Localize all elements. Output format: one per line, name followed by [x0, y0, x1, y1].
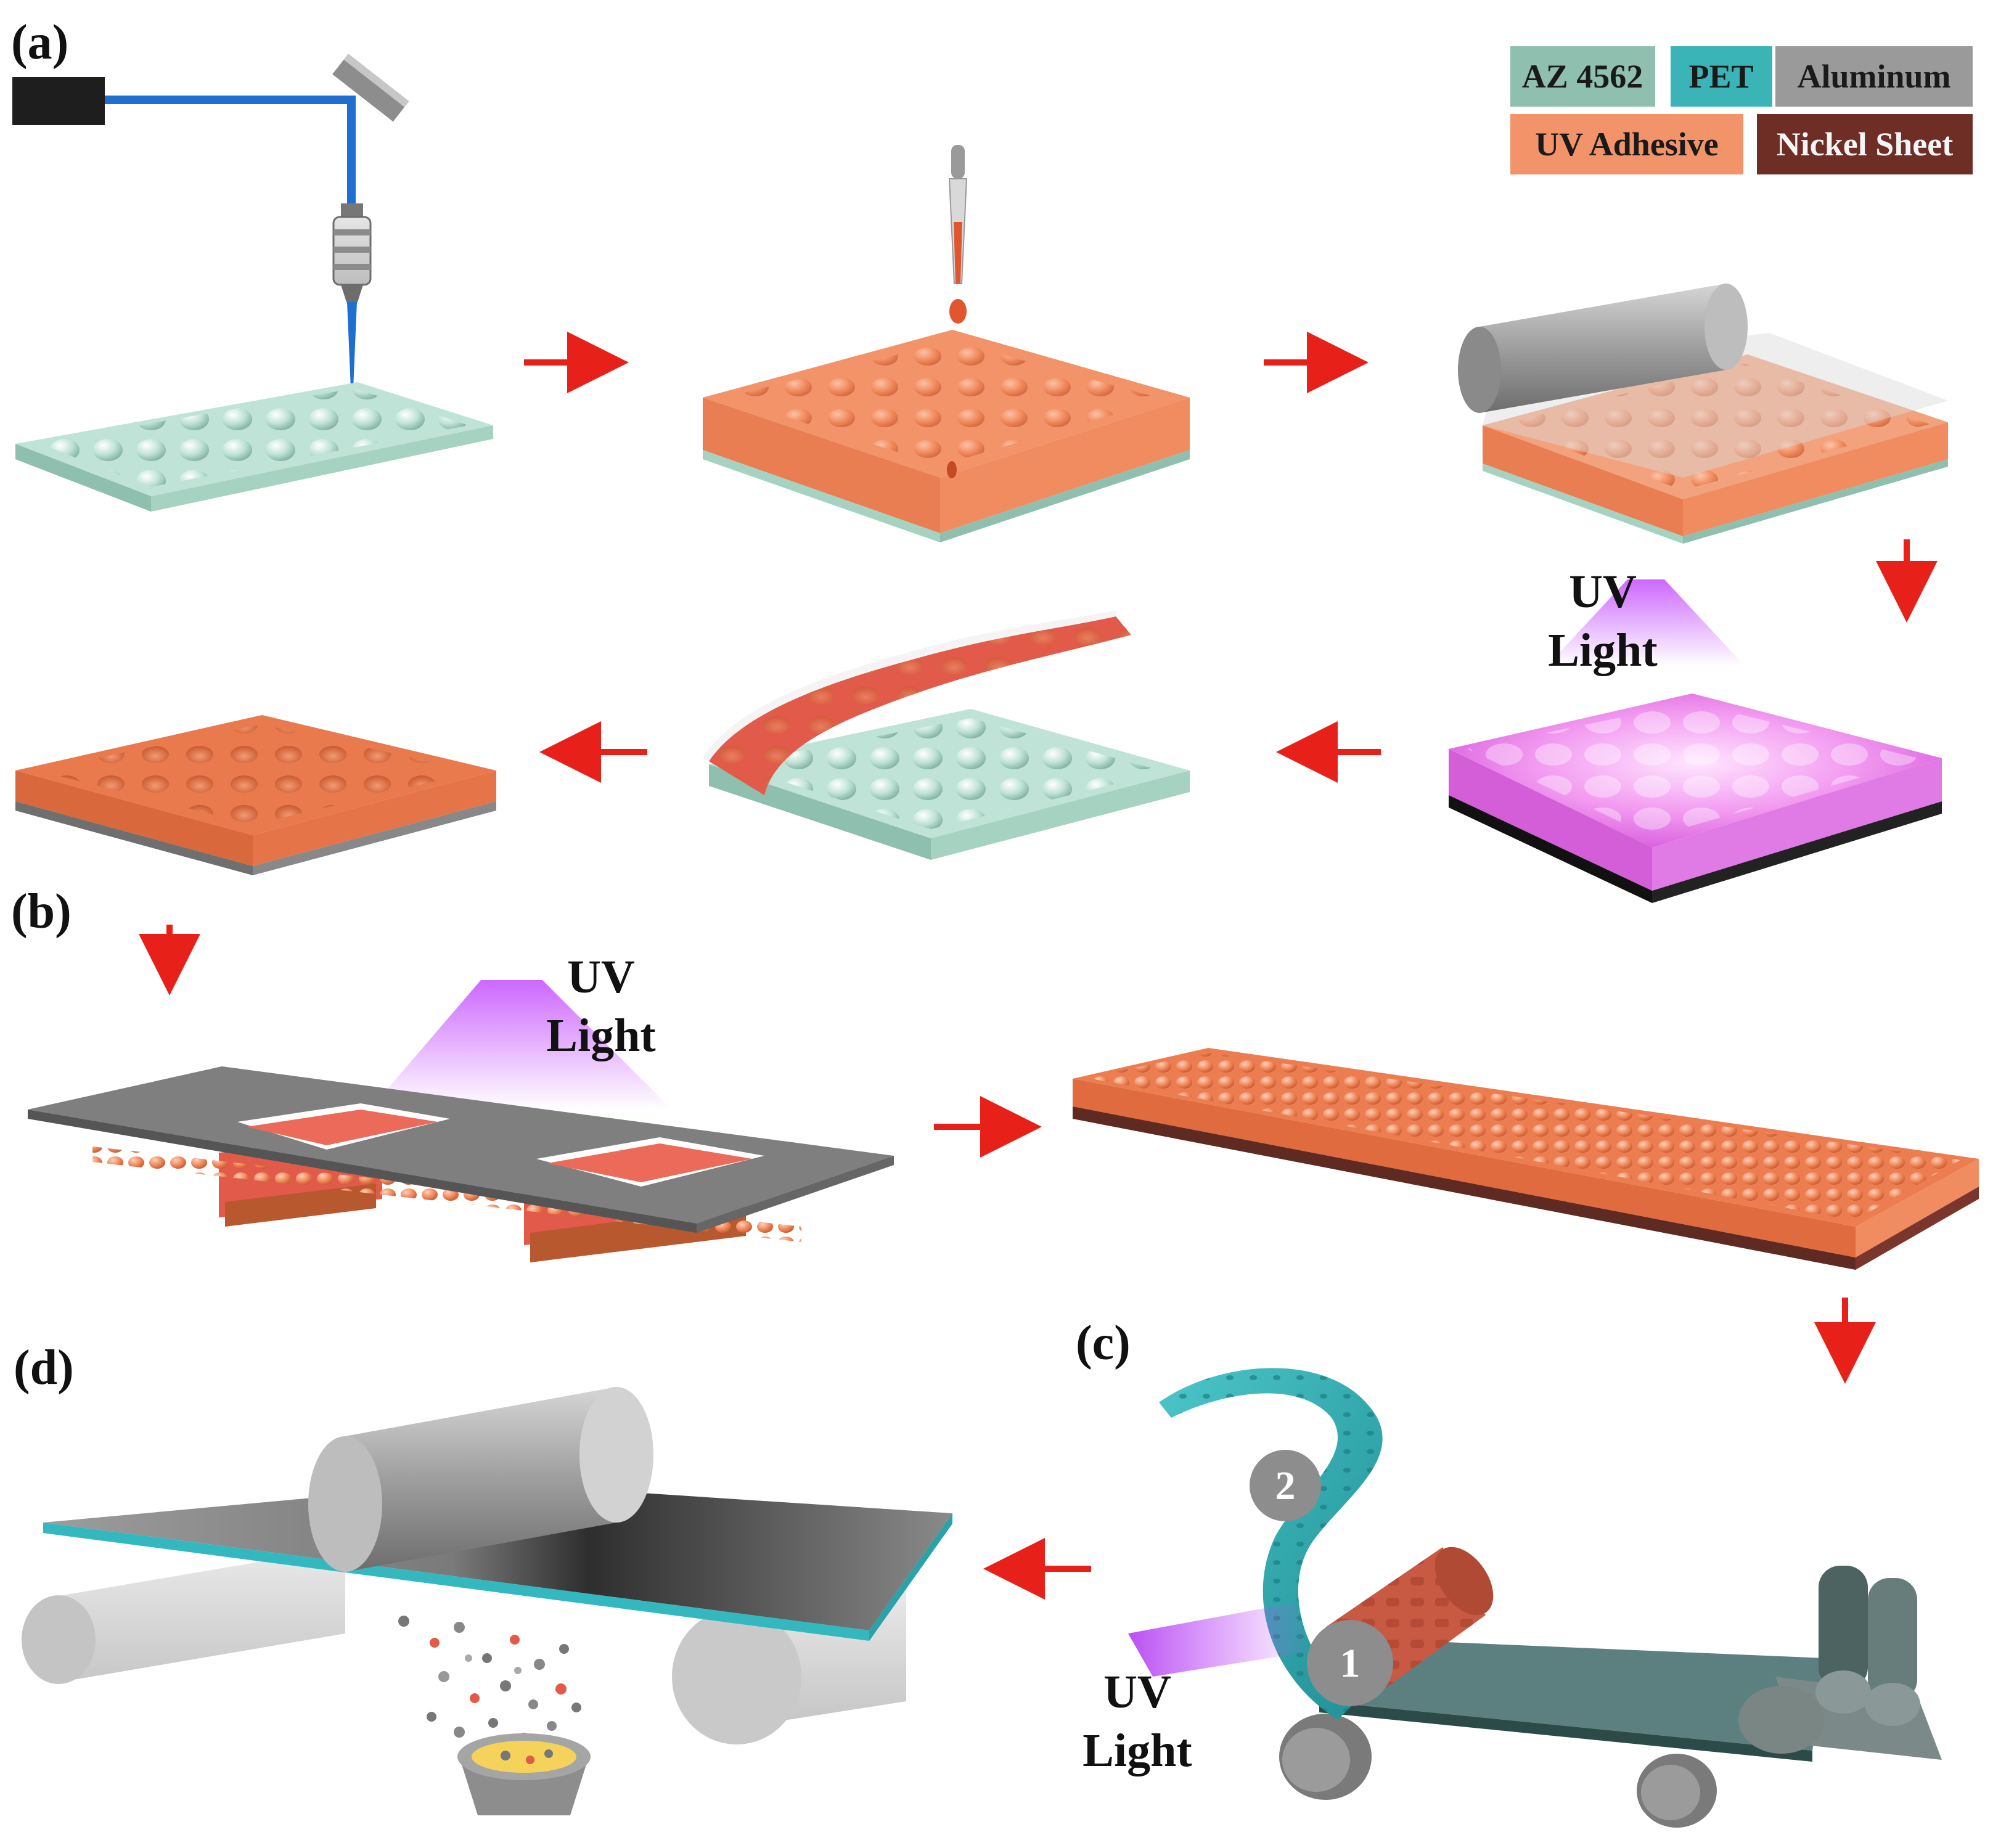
- roller-1-number: 1: [1340, 1641, 1361, 1686]
- take-up-rollers: [1738, 1566, 1942, 1760]
- uv-beam-upper: [1547, 579, 1745, 666]
- uv-label-line2: Light: [1548, 624, 1657, 676]
- roller-2: 2: [1250, 1450, 1321, 1521]
- dropper-pipette: [948, 145, 968, 324]
- panel-label-a: (a): [11, 15, 68, 70]
- laser-source: [12, 77, 105, 125]
- step-patterned-sheet: [1073, 1048, 1979, 1270]
- uv-label-b-line1: UV: [567, 951, 635, 1003]
- laser-beam: [105, 96, 356, 203]
- legend-label-az4562: AZ 4562: [1522, 58, 1643, 95]
- uv-beam-c: [1128, 1603, 1307, 1677]
- evaporation-particles: [398, 1616, 581, 1744]
- legend-item-aluminum: Aluminum: [1775, 46, 1973, 107]
- legend-label-nickel-sheet: Nickel Sheet: [1777, 126, 1953, 163]
- bottom-roller-left: [1279, 1714, 1372, 1800]
- step-dispense-adhesive: [703, 145, 1190, 542]
- legend-swatch-nickel-sheet: [1757, 114, 1973, 174]
- focused-laser: [347, 302, 357, 388]
- legend-item-uv-adhesive: UV Adhesive: [1510, 114, 1743, 174]
- panel-label-b: (b): [11, 885, 72, 939]
- uv-label-b-line2: Light: [546, 1010, 655, 1061]
- legend-label-aluminum: Aluminum: [1797, 58, 1950, 95]
- uv-label-c-line2: Light: [1082, 1725, 1192, 1776]
- step-roll-to-roll-imprint: UV Light 2 1: [1082, 1368, 1942, 1828]
- adhesive-coated-substrate: [703, 330, 1190, 542]
- evaporation-crucible: [457, 1733, 591, 1815]
- step-metal-deposition: [22, 1387, 952, 1815]
- legend-swatch-uv-adhesive: [1510, 114, 1743, 174]
- legend-swatch-pet: [1671, 46, 1772, 107]
- panel-label-c: (c): [1076, 1316, 1131, 1370]
- process-arrows: [139, 332, 1938, 1600]
- step-peel-off: [703, 610, 1190, 860]
- uv-label-line1: UV: [1569, 566, 1637, 618]
- roller-1-patterned: 1: [1307, 1547, 1494, 1706]
- legend-item-pet: PET: [1671, 46, 1772, 107]
- upper-roller: [308, 1387, 653, 1572]
- panel-label-d: (d): [14, 1341, 74, 1395]
- step-pet-lamination: [1458, 284, 1948, 544]
- lower-roller-left: [22, 1547, 345, 1684]
- step-adhesive-mold: [15, 715, 496, 875]
- objective-lens: [332, 203, 372, 302]
- step-laser-writing: [12, 54, 493, 512]
- uv-cured-substrate: [1449, 693, 1942, 903]
- legend-swatch-aluminum: [1775, 46, 1973, 107]
- lamination-roller: [1458, 284, 1748, 413]
- material-legend: AZ 4562 PET Aluminum UV Adhesive Nickel …: [1510, 46, 1973, 174]
- coated-sheet: [43, 1482, 952, 1641]
- uv-label-c-line1: UV: [1103, 1666, 1171, 1718]
- legend-item-nickel-sheet: Nickel Sheet: [1757, 114, 1973, 174]
- aluminum-mask: [28, 1066, 894, 1233]
- uv-beam-b: [370, 980, 672, 1110]
- az4562-substrate-with-domes: [15, 382, 493, 512]
- mirror: [332, 54, 409, 122]
- step-uv-curing: UV Light: [1449, 566, 1942, 903]
- legend-label-uv-adhesive: UV Adhesive: [1535, 126, 1719, 163]
- step-masked-uv-exposure: UV Light: [28, 951, 894, 1262]
- substrate-belt: [1319, 1640, 1825, 1751]
- legend-swatch-az4562: [1510, 46, 1655, 107]
- legend-item-az4562: AZ 4562: [1510, 46, 1655, 107]
- roller-2-number: 2: [1275, 1463, 1296, 1508]
- bottom-roller-right: [1637, 1754, 1717, 1828]
- legend-label-pet: PET: [1688, 58, 1753, 95]
